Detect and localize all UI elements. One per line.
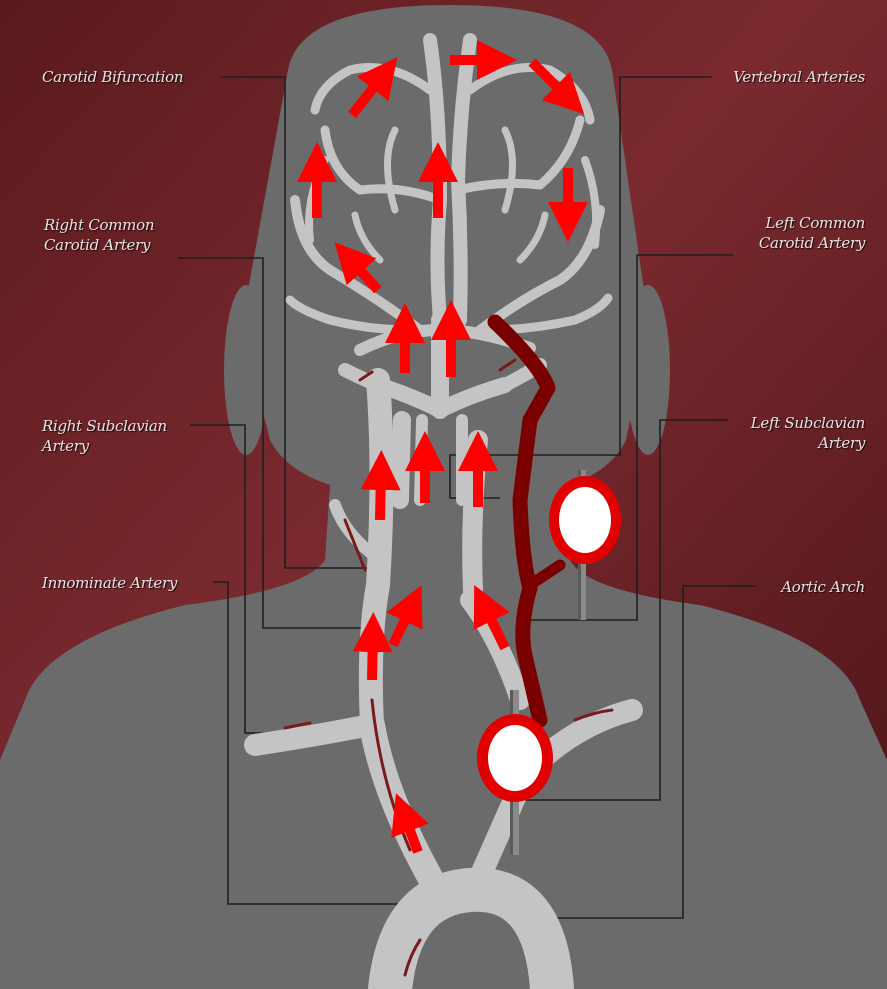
label-text: Aortic Arch [781, 577, 865, 597]
label-innominate: Innominate Artery [42, 573, 177, 593]
flow-arrow [372, 632, 373, 680]
label-right-common-carotid: Right Common Carotid Artery [44, 215, 154, 255]
flow-arrow [380, 470, 381, 520]
label-text: Artery [751, 433, 865, 453]
label-text: Left Common [759, 213, 865, 233]
label-text: Carotid Artery [44, 235, 154, 255]
label-text: Carotid Bifurcation [42, 67, 183, 87]
label-left-subclavian: Left Subclavian Artery [751, 413, 865, 453]
label-carotid-bifurcation: Carotid Bifurcation [42, 67, 183, 87]
label-text: Right Common [44, 215, 154, 235]
label-text: Left Subclavian [751, 413, 865, 433]
label-vertebral-arteries: Vertebral Arteries [733, 67, 865, 87]
label-text: Right Subclavian [42, 416, 167, 436]
label-text: Artery [42, 436, 167, 456]
label-text: Vertebral Arteries [733, 67, 865, 87]
label-text: Carotid Artery [759, 233, 865, 253]
label-aortic-arch: Aortic Arch [781, 577, 865, 597]
left-ear [224, 285, 268, 455]
label-text: Innominate Artery [42, 573, 177, 593]
label-right-subclavian: Right Subclavian Artery [42, 416, 167, 456]
label-left-common-carotid: Left Common Carotid Artery [759, 213, 865, 253]
right-ear [626, 285, 670, 455]
